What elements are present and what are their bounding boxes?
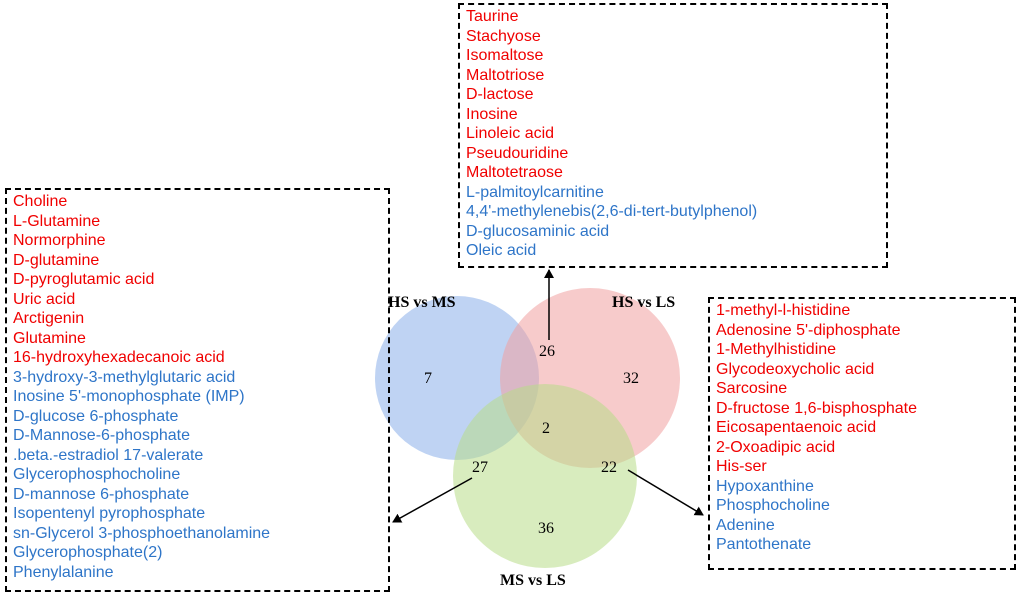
metabolite-item: D-Mannose-6-phosphate: [13, 427, 190, 444]
metabolite-item: 16-hydroxyhexadecanoic acid: [13, 349, 225, 366]
count-ms-ls-only: 36: [538, 520, 554, 537]
arrow-to-right-box: [627, 469, 704, 516]
metabolite-item: 3-hydroxy-3-methylglutaric acid: [13, 368, 236, 386]
metabolite-item: Linoleic acid: [466, 125, 555, 142]
metabolite-item: D-pyroglutamic acid: [13, 271, 155, 288]
metabolite-item: Choline: [13, 193, 68, 210]
metabolite-item: Glycerophosphate(2): [13, 544, 163, 561]
count-hs-ls-only: 32: [623, 370, 639, 387]
set-label-hs-vs-ls: HS vs LS: [612, 294, 675, 311]
metabolite-item: Adenosine 5'-diphosphate: [716, 321, 901, 339]
metabolite-item: D-fructose 1,6-bisphosphate: [716, 399, 917, 417]
metabolite-item: Glutamine: [13, 329, 86, 347]
metabolite-item: Maltotriose: [466, 66, 545, 84]
metabolite-item: 2-Oxoadipic acid: [716, 438, 836, 456]
count-all-three: 2: [542, 420, 550, 437]
metabolite-item: Phenylalanine: [13, 563, 114, 581]
metabolite-item: L-Glutamine: [13, 212, 101, 230]
metabolite-item: Pseudouridine: [466, 144, 569, 162]
metabolite-item: D-lactose: [466, 86, 534, 103]
metabolite-item: Arctigenin: [13, 310, 85, 327]
set-label-hs-vs-ms: HS vs MS: [388, 294, 456, 311]
circle-ms-vs-ls: [453, 384, 637, 568]
metabolite-item: Maltotetraose: [466, 164, 563, 181]
metabolite-item: Normorphine: [13, 232, 106, 249]
metabolite-item: Hypoxanthine: [716, 477, 814, 495]
metabolite-item: Phosphocholine: [716, 497, 830, 514]
count-hs-ms-hs-ls: 26: [539, 343, 555, 360]
metabolite-item: D-glucose 6-phosphate: [13, 407, 179, 425]
metabolite-item: Stachyose: [466, 27, 541, 45]
metabolite-item: Uric acid: [13, 290, 76, 308]
count-hs-ms-only: 7: [424, 370, 432, 387]
metabolite-item: Inosine: [466, 105, 518, 123]
metabolite-item: D-mannose 6-phosphate: [13, 485, 190, 503]
arrow-to-left-box: [392, 477, 473, 523]
metabolite-item: Adenine: [716, 516, 775, 534]
metabolite-item: Isomaltose: [466, 47, 544, 64]
count-hs-ms-ms-ls: 27: [472, 459, 488, 476]
metabolite-item: Oleic acid: [466, 242, 537, 259]
metabolite-item: L-palmitoylcarnitine: [466, 183, 604, 201]
metabolite-item: Sarcosine: [716, 380, 788, 397]
count-hs-ls-ms-ls: 22: [601, 459, 617, 476]
metabolite-item: Eicosapentaenoic acid: [716, 419, 877, 436]
metabolite-item: His-ser: [716, 458, 767, 475]
metabolite-item: 4,4'-methylenebis(2,6-di-tert-butylpheno…: [466, 203, 758, 220]
metabolite-item: Glycerophosphocholine: [13, 466, 181, 483]
metabolite-item: Pantothenate: [716, 536, 812, 553]
metabolite-item: Glycodeoxycholic acid: [716, 360, 875, 378]
set-label-ms-vs-ls: MS vs LS: [500, 572, 566, 589]
metabolite-item: 1-methyl-l-histidine: [716, 302, 851, 319]
metabolite-item: .beta.-estradiol 17-valerate: [13, 446, 204, 464]
metabolite-item: sn-Glycerol 3-phosphoethanolamine: [13, 524, 271, 542]
metabolite-item: 1-Methylhistidine: [716, 341, 837, 358]
metabolite-item: D-glutamine: [13, 251, 100, 269]
metabolite-item: D-glucosaminic acid: [466, 222, 610, 240]
metabolite-item: Taurine: [466, 8, 519, 25]
metabolite-item: Isopentenyl pyrophosphate: [13, 505, 206, 522]
metabolite-item: Inosine 5'-monophosphate (IMP): [13, 388, 245, 405]
